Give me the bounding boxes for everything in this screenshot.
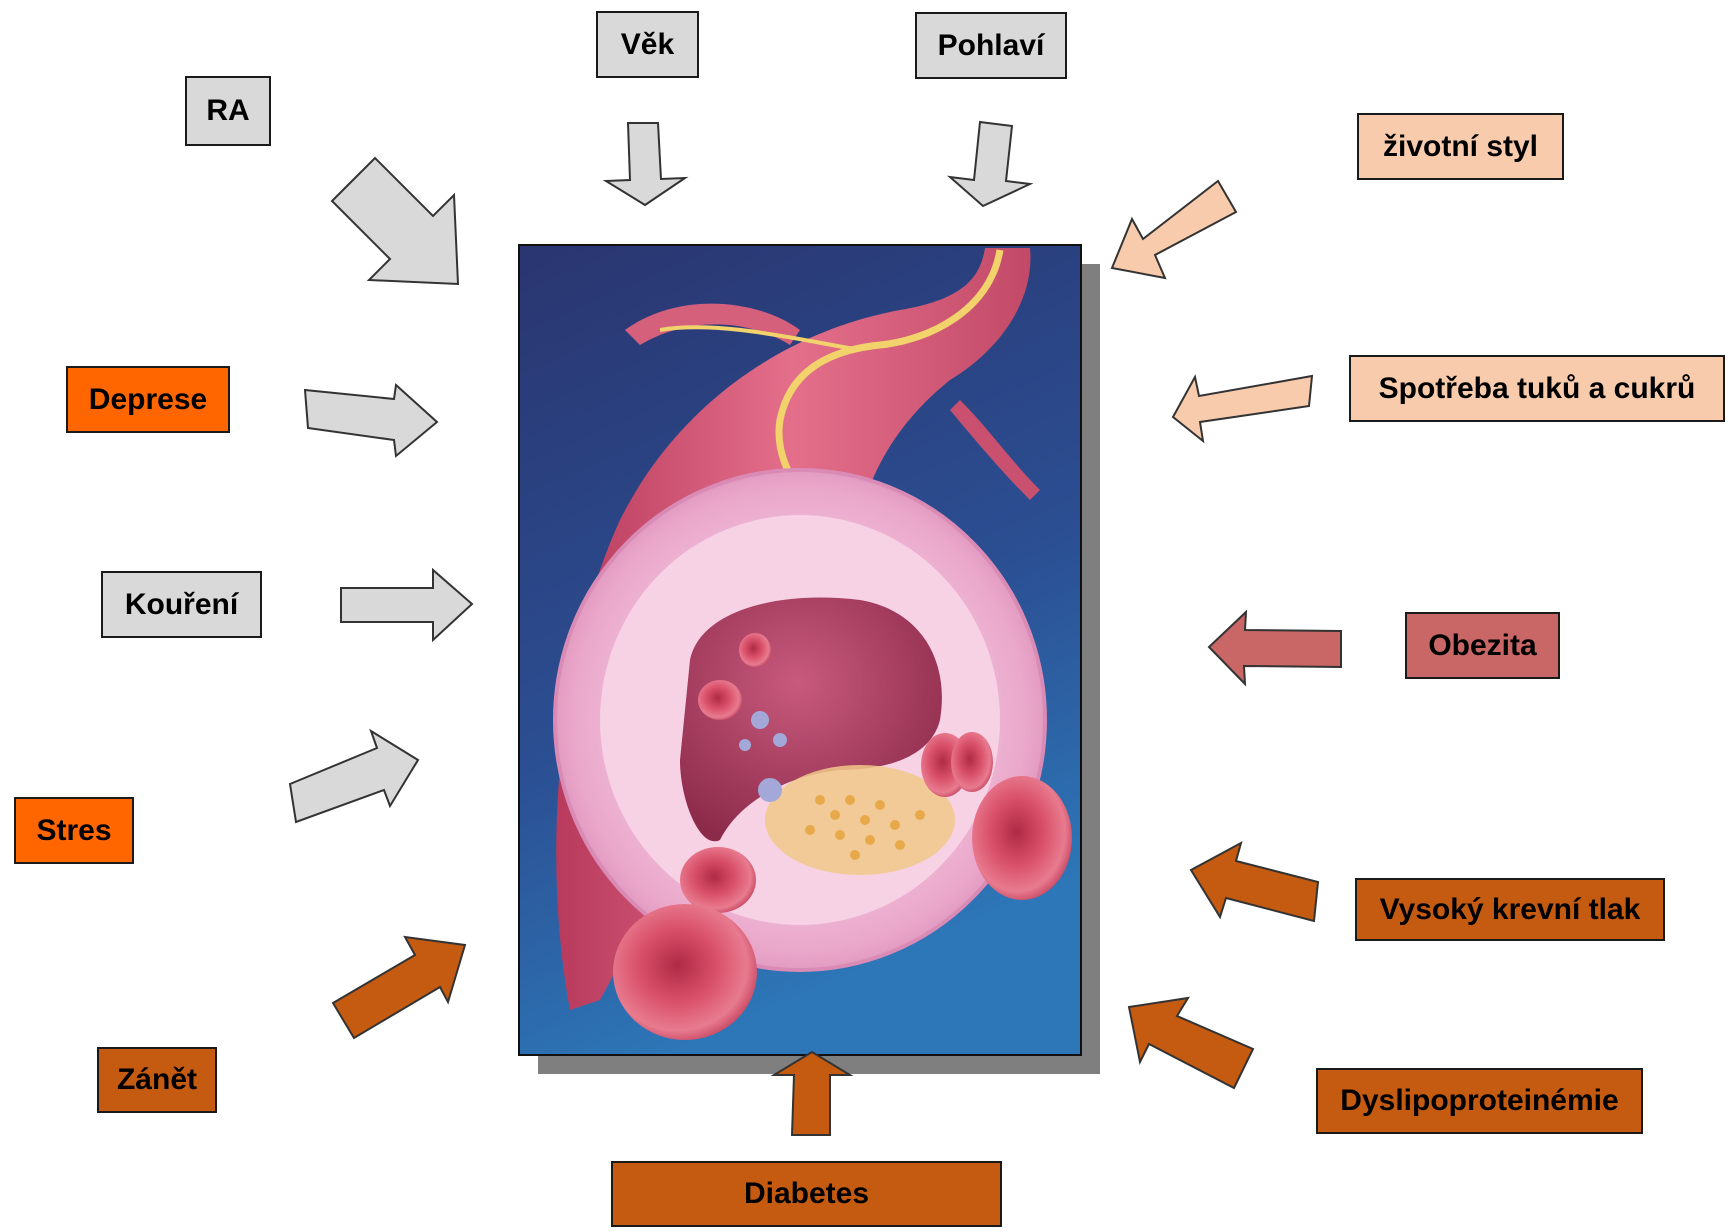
arrow-obezita [1209, 612, 1341, 684]
arrow-spotreba [1173, 376, 1312, 441]
factor-zivotni-styl: životní styl [1357, 113, 1564, 180]
factor-deprese: Deprese [66, 366, 230, 433]
arrow-stres [290, 731, 418, 822]
factor-zanet: Zánět [97, 1047, 217, 1113]
factor-obezita: Obezita [1405, 612, 1560, 679]
factor-stres: Stres [14, 797, 134, 864]
arrow-ra [332, 158, 458, 284]
arrow-zanet [333, 937, 465, 1038]
arrow-dyslipo [1129, 998, 1253, 1088]
arrow-deprese [305, 385, 437, 456]
arrow-vysoky-tlak [1191, 843, 1318, 921]
factor-vysoky-tlak: Vysoký krevní tlak [1355, 878, 1665, 941]
arrow-diabetes [774, 1052, 850, 1135]
arrow-koureni [341, 570, 472, 640]
arrow-zivotni-styl [1112, 181, 1236, 278]
factor-koureni: Kouření [101, 571, 262, 638]
factor-vek: Věk [596, 11, 699, 78]
factor-diabetes: Diabetes [611, 1161, 1002, 1227]
factor-spotreba: Spotřeba tuků a cukrů [1349, 355, 1725, 422]
factor-ra: RA [185, 76, 271, 146]
factor-dyslipo: Dyslipoproteinémie [1316, 1068, 1643, 1134]
factor-pohlavi: Pohlaví [915, 12, 1067, 79]
arrow-pohlavi [950, 122, 1030, 206]
arrow-vek [606, 123, 685, 205]
